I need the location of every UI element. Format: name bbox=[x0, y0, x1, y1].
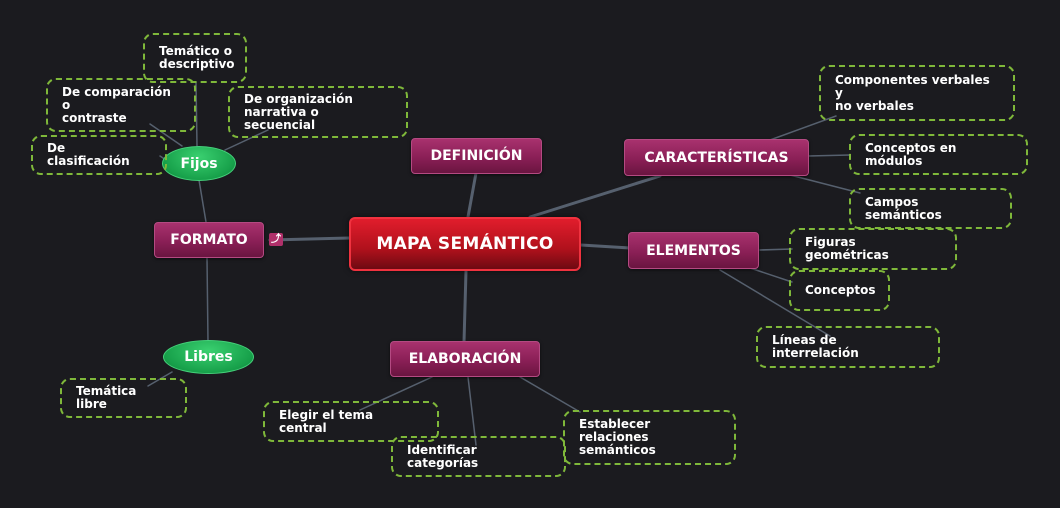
link-icon[interactable]: ⤴ bbox=[269, 233, 283, 246]
leaf-conceptos-modulos[interactable]: Conceptos en módulos bbox=[849, 134, 1028, 175]
leaf-identificar-categorias[interactable]: Identificar categorías bbox=[391, 436, 566, 477]
main-topic-definicion[interactable]: DEFINICIÓN bbox=[411, 138, 542, 174]
leaf-clasificacion[interactable]: De clasificación bbox=[31, 135, 167, 175]
main-topic-elaboracion[interactable]: ELABORACIÓN bbox=[390, 341, 540, 377]
leaf-campos-semanticos[interactable]: Campos semánticos bbox=[849, 188, 1012, 229]
leaf-tematica-libre[interactable]: Temática libre bbox=[60, 378, 187, 418]
leaf-componentes-verbales[interactable]: Componentes verbales y no verbales bbox=[819, 65, 1015, 121]
leaf-comparacion-contraste[interactable]: De comparación o contraste bbox=[46, 78, 196, 132]
main-topic-caracteristicas[interactable]: CARACTERÍSTICAS bbox=[624, 139, 809, 176]
main-topic-elementos[interactable]: ELEMENTOS bbox=[628, 232, 759, 269]
leaf-lineas-interrelacion[interactable]: Líneas de interrelación bbox=[756, 326, 940, 368]
leaf-elegir-tema[interactable]: Elegir el tema central bbox=[263, 401, 439, 442]
subtopic-fijos[interactable]: Fijos bbox=[162, 146, 236, 181]
leaf-figuras-geometricas[interactable]: Figuras geométricas bbox=[789, 228, 957, 270]
leaf-establecer-relaciones[interactable]: Establecer relaciones semánticos bbox=[563, 410, 736, 465]
central-topic[interactable]: MAPA SEMÁNTICO bbox=[349, 217, 581, 271]
leaf-organizacion-narrativa[interactable]: De organización narrativa o secuencial bbox=[228, 86, 408, 138]
leaf-tematico-descriptivo[interactable]: Temático o descriptivo bbox=[143, 33, 247, 83]
leaf-conceptos[interactable]: Conceptos bbox=[789, 270, 890, 311]
subtopic-libres[interactable]: Libres bbox=[163, 340, 254, 374]
main-topic-formato[interactable]: FORMATO bbox=[154, 222, 264, 258]
